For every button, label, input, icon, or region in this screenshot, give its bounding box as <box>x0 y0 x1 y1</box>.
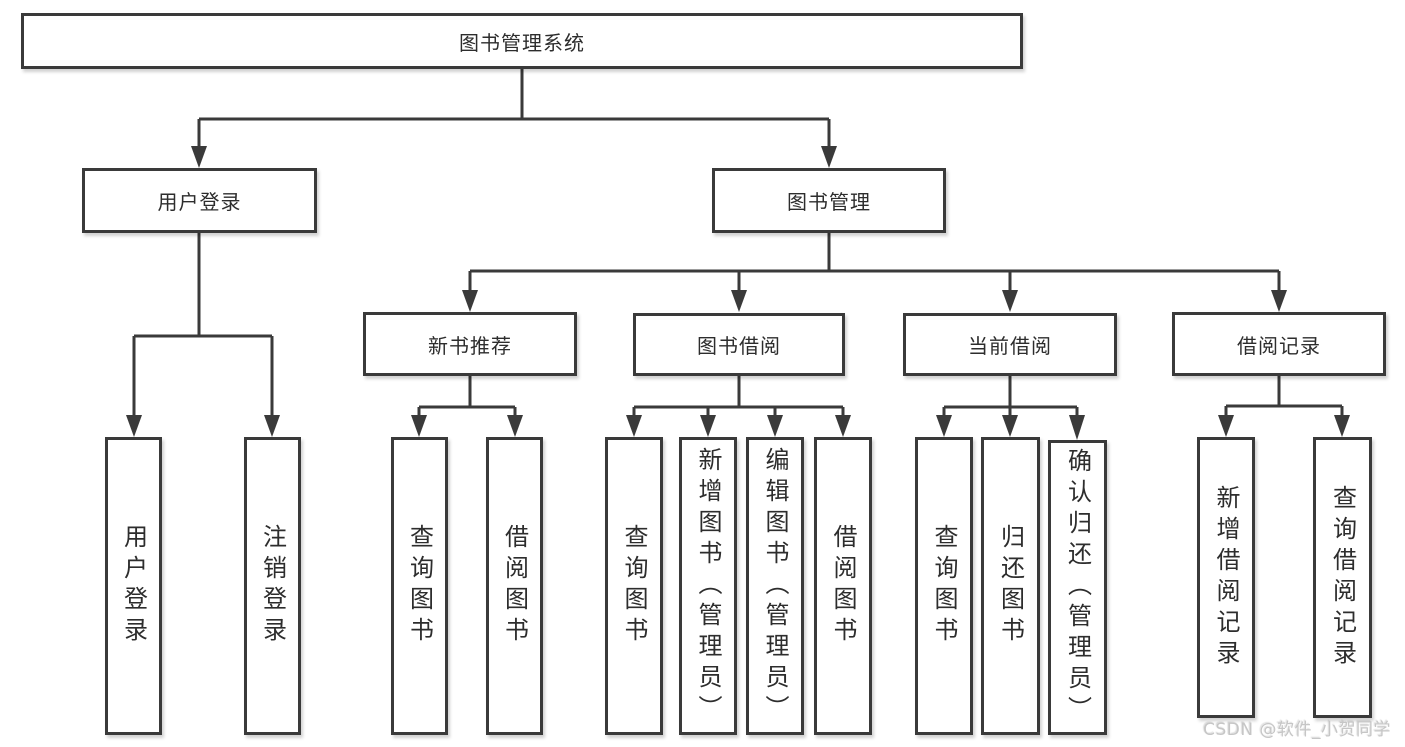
node-label: 借阅记录 <box>1237 333 1321 358</box>
leaf-borrow-books: 借阅图书 <box>814 437 872 735</box>
leaf-label: 新增图书（管理员） <box>694 446 722 726</box>
leaf-borrow-books-rec: 借阅图书 <box>486 437 543 735</box>
node-book-management: 图书管理 <box>712 168 946 233</box>
node-label: 图书管理系统 <box>459 30 585 55</box>
leaf-return-books: 归还图书 <box>981 437 1040 735</box>
edge-new-book-rec-to-leaves <box>417 376 517 421</box>
edge-borrow-records-to-leaves <box>1224 376 1344 421</box>
leaf-confirm-return-admin: 确认归还（管理员） <box>1048 440 1107 735</box>
node-label: 图书管理 <box>787 190 871 214</box>
node-book-borrowing: 图书借阅 <box>633 313 845 376</box>
node-borrowing-records: 借阅记录 <box>1172 312 1386 376</box>
node-user-login: 用户登录 <box>82 168 317 233</box>
leaf-query-books-borrow: 查询图书 <box>605 437 663 735</box>
leaf-user-login: 用户登录 <box>105 437 162 735</box>
leaf-add-borrow-record: 新增借阅记录 <box>1197 437 1255 718</box>
leaf-edit-books-admin: 编辑图书（管理员） <box>746 437 804 735</box>
leaf-query-borrow-record: 查询借阅记录 <box>1313 437 1372 718</box>
edge-current-borrow-to-leaves <box>942 376 1079 421</box>
edge-book-management-to-level3 <box>468 233 1281 296</box>
edge-user-login-to-leaves <box>132 233 274 421</box>
leaf-label: 查询图书 <box>405 524 434 648</box>
leaf-label: 编辑图书（管理员） <box>761 446 789 726</box>
leaf-label: 查询图书 <box>620 524 648 648</box>
edge-book-borrow-to-leaves <box>632 376 845 421</box>
leaf-query-books-rec: 查询图书 <box>391 437 448 735</box>
leaf-label: 借阅图书 <box>500 524 529 648</box>
node-label: 新书推荐 <box>428 333 512 358</box>
leaf-label: 借阅图书 <box>829 524 857 648</box>
node-label: 当前借阅 <box>968 334 1052 358</box>
leaf-query-books-current: 查询图书 <box>915 437 973 735</box>
edge-root-to-level2 <box>197 69 831 152</box>
node-label: 用户登录 <box>157 190 242 214</box>
leaf-label: 查询图书 <box>930 524 958 648</box>
leaf-label: 归还图书 <box>996 524 1025 648</box>
leaf-label: 查询借阅记录 <box>1328 484 1357 671</box>
leaf-label: 用户登录 <box>119 524 148 648</box>
leaf-label: 注销登录 <box>258 524 287 648</box>
node-current-borrowing: 当前借阅 <box>903 313 1117 376</box>
leaf-label: 新增借阅记录 <box>1212 484 1240 671</box>
node-new-book-recommendation: 新书推荐 <box>363 312 577 376</box>
leaf-logout: 注销登录 <box>244 437 301 735</box>
node-label: 图书借阅 <box>697 334 781 358</box>
arrowheads <box>126 146 1350 440</box>
csdn-watermark: CSDN @软件_小贺同学 <box>1203 720 1391 740</box>
leaf-label: 确认归还（管理员） <box>1063 448 1092 727</box>
node-library-management-system: 图书管理系统 <box>21 13 1023 69</box>
leaf-add-books-admin: 新增图书（管理员） <box>679 437 737 735</box>
